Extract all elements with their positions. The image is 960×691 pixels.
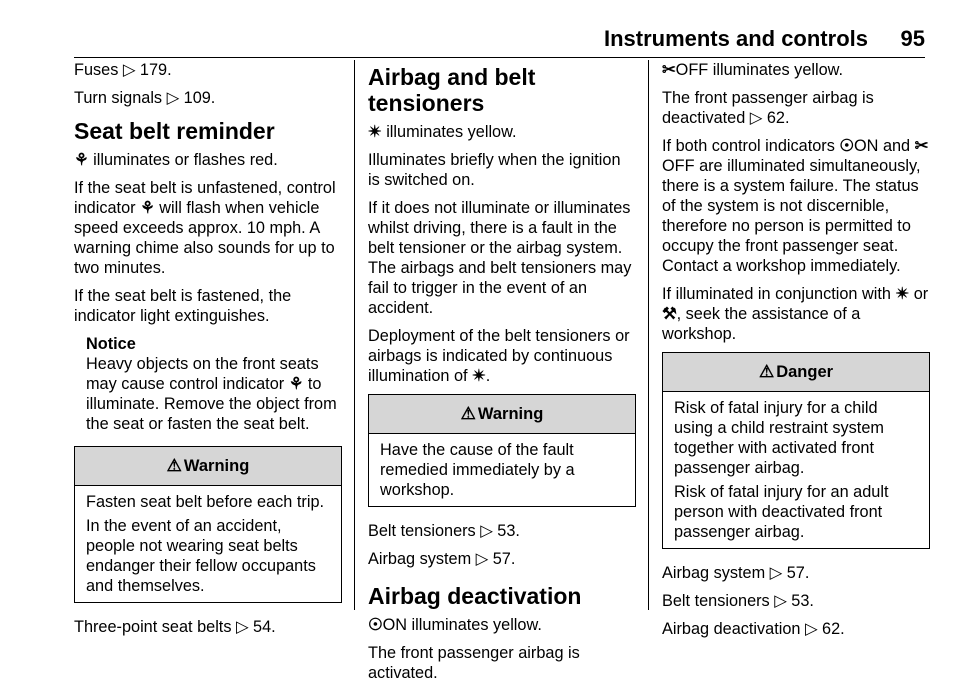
seatbelt-reminder-icon: ⚘	[288, 375, 304, 393]
airbag-indicator-icon: ✴	[472, 367, 486, 385]
ref-airbag-deactivation[interactable]: Airbag deactivation ▷ 62.	[662, 620, 845, 638]
airbag-deactivated-text: The front passenger airbag is deactivate…	[662, 89, 874, 127]
airbag-deployment-text: Deployment of the belt tensioners or air…	[368, 327, 630, 385]
column-3: ✂OFF illuminates yellow. The front passe…	[662, 60, 930, 647]
page-number: 95	[900, 26, 925, 51]
seatbelt-indicator-text: ⚘ illuminates or flashes red.	[74, 151, 278, 169]
warning-triangle-icon: ⚠	[758, 362, 775, 381]
section-title: Instruments and controls	[603, 26, 868, 51]
airbag-indicator-icon: ✴	[368, 123, 382, 141]
airbag-indicator-icon: ✴	[895, 285, 910, 303]
ref-belt-tensioners[interactable]: Belt tensioners ▷ 53.	[368, 522, 520, 540]
service-wrench-icon: ⚒	[662, 305, 677, 323]
seatbelt-unfastened-text: If the seat belt is unfastened, control …	[74, 179, 336, 277]
airbag-indicator-text: ✴ illuminates yellow.	[368, 123, 517, 141]
danger-box: ⚠ Danger Risk of fatal injury for a chil…	[662, 352, 930, 549]
danger-box-header: ⚠ Danger	[663, 353, 929, 392]
warning-box-body: Fasten seat belt before each trip. In th…	[86, 493, 325, 595]
ref-fuses[interactable]: Fuses ▷ 179.	[74, 61, 172, 79]
column-2: Airbag and belt tensioners ✴ illuminates…	[368, 60, 636, 691]
danger-box-body: Risk of fatal injury for a child using a…	[674, 399, 889, 541]
page-header: Instruments and controls 95	[0, 26, 960, 58]
airbag-off-icon: ✂	[914, 137, 929, 155]
notice-block: Notice Heavy objects on the front seats …	[86, 334, 342, 434]
conjunction-text: If illuminated in conjunction with ✴ or …	[662, 285, 929, 343]
ref-turn-signals[interactable]: Turn signals ▷ 109.	[74, 89, 216, 107]
notice-text: Heavy objects on the front seats may cau…	[86, 355, 337, 433]
heading-airbag-deactivation: Airbag deactivation	[368, 583, 582, 609]
seatbelt-reminder-icon: ⚘	[140, 199, 155, 217]
airbag-off-icon: ✂	[662, 61, 676, 79]
warning-triangle-icon: ⚠	[166, 456, 182, 475]
ref-belt-tensioners[interactable]: Belt tensioners ▷ 53.	[662, 592, 814, 610]
column-1: Fuses ▷ 179. Turn signals ▷ 109. Seat be…	[74, 60, 342, 645]
seatbelt-reminder-icon: ⚘	[74, 151, 89, 169]
column-divider	[648, 60, 649, 610]
ref-three-point-seat-belts[interactable]: Three-point seat belts ▷ 54.	[74, 618, 276, 636]
warning-box-header: ⚠ Warning	[75, 447, 341, 486]
ref-airbag-system[interactable]: Airbag system ▷ 57.	[368, 550, 516, 568]
column-divider	[354, 60, 355, 610]
heading-airbag-belt-tensioners: Airbag and belt tensioners	[368, 64, 536, 116]
notice-title: Notice	[86, 335, 136, 353]
airbag-on-icon: ☉	[839, 137, 854, 155]
warning-box-header: ⚠ Warning	[369, 395, 635, 434]
airbag-on-icon: ☉	[368, 616, 383, 634]
header-divider	[74, 57, 925, 58]
system-failure-text: If both control indicators ☉ON and ✂OFF …	[662, 137, 929, 275]
airbag-off-text: ✂OFF illuminates yellow.	[662, 61, 844, 79]
warning-box: ⚠ Warning Have the cause of the fault re…	[368, 394, 636, 507]
warning-box: ⚠ Warning Fasten seat belt before each t…	[74, 446, 342, 603]
warning-box-body: Have the cause of the fault remedied imm…	[380, 441, 575, 499]
airbag-on-text: ☉ON illuminates yellow.	[368, 616, 542, 634]
seatbelt-fastened-text: If the seat belt is fastened, the indica…	[74, 287, 292, 325]
heading-seat-belt-reminder: Seat belt reminder	[74, 118, 275, 144]
ref-airbag-system[interactable]: Airbag system ▷ 57.	[662, 564, 810, 582]
airbag-ignition-text: Illuminates briefly when the ignition is…	[368, 151, 621, 189]
airbag-activated-text: The front passenger airbag is activated.	[368, 644, 580, 682]
warning-triangle-icon: ⚠	[460, 404, 476, 423]
airbag-fault-text: If it does not illuminate or illuminates…	[368, 199, 632, 317]
